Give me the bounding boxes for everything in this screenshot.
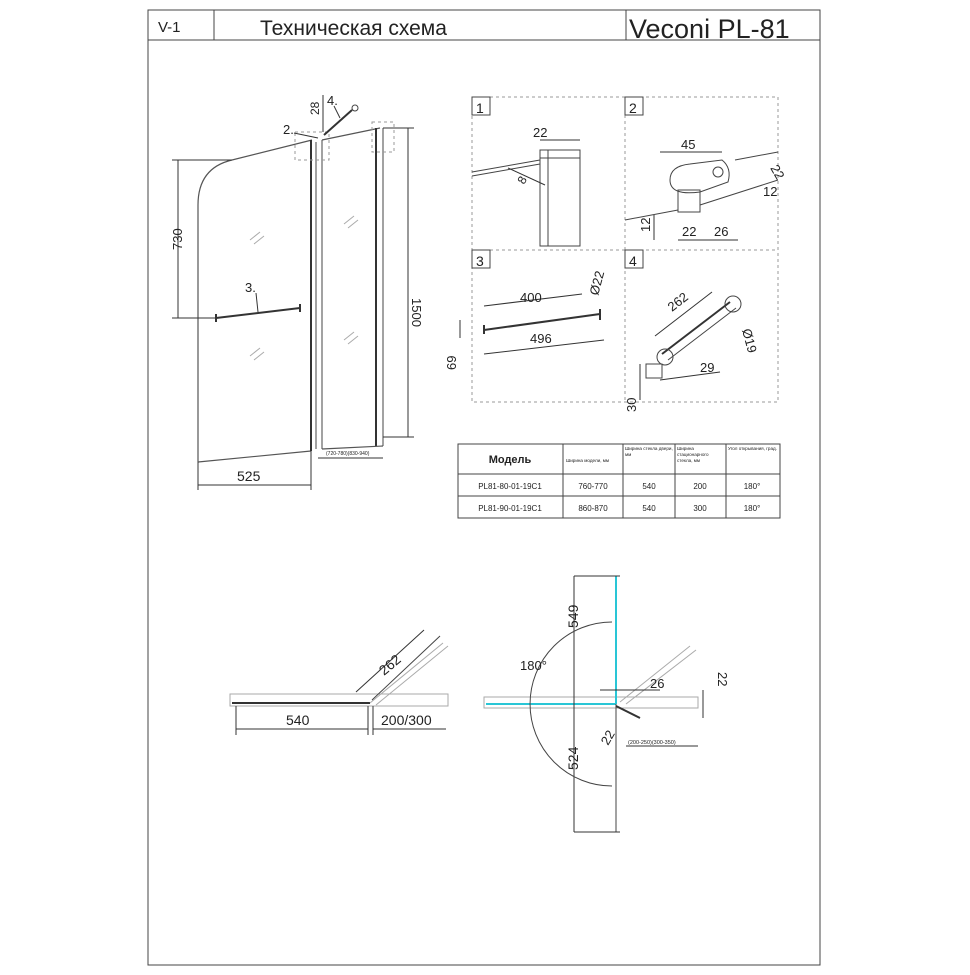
detail-3-dim-496: 496 bbox=[530, 331, 552, 346]
detail-2-dim-26: 26 bbox=[714, 224, 728, 239]
dim-1500: 1500 bbox=[409, 298, 424, 327]
detail-3-number: 3 bbox=[476, 253, 484, 269]
dim-730: 730 bbox=[170, 228, 185, 250]
table-row1-angle: 180° bbox=[744, 482, 761, 491]
table-row2-width: 860-870 bbox=[578, 504, 608, 513]
plan-left-dim-540: 540 bbox=[286, 712, 310, 728]
detail-3-dim-400: 400 bbox=[520, 290, 542, 305]
plan-right-dim-524: 524 bbox=[565, 746, 581, 770]
plan-view-right: 549 524 180° 26 22 22 (200-250)(300-350) bbox=[483, 575, 730, 833]
detail-4-dim-29: 29 bbox=[700, 360, 714, 375]
table-header-model: Модель bbox=[489, 454, 532, 466]
detail-2: 2 45 22 12 12 22 26 bbox=[624, 96, 788, 241]
table-header-width: Ширина модели, мм bbox=[566, 458, 609, 463]
detail-2-dim-22b: 22 bbox=[682, 224, 696, 239]
callout-3: 3. bbox=[245, 280, 256, 295]
table-row1-model: PL81-80-01-19C1 bbox=[478, 482, 542, 491]
detail-4-dim-30: 30 bbox=[624, 398, 639, 412]
dim-525: 525 bbox=[237, 468, 261, 484]
detail-2-dim-22a: 22 bbox=[767, 162, 787, 182]
plan-right-dim-26: 26 bbox=[650, 676, 664, 691]
table-header-fixed: Ширина стационарного стекла, мм bbox=[677, 446, 709, 463]
detail-2-number: 2 bbox=[629, 100, 637, 116]
plan-right-dim-range: (200-250)(300-350) bbox=[628, 740, 676, 746]
model-name: Veconi PL-81 bbox=[629, 14, 790, 44]
plan-left-dim-200-300: 200/300 bbox=[381, 712, 432, 728]
revision-label: V-1 bbox=[158, 19, 181, 36]
table-row2-model: PL81-90-01-19C1 bbox=[478, 504, 542, 513]
table-row1-fixed: 200 bbox=[693, 482, 707, 491]
callout-2: 2. bbox=[283, 122, 294, 137]
detail-1: 1 22 8 bbox=[471, 96, 581, 247]
table-header-angle: Угол открывания, град. bbox=[728, 446, 777, 451]
dim-28: 28 bbox=[308, 101, 322, 115]
door-panel-outline bbox=[197, 139, 313, 462]
table-row1-door: 540 bbox=[642, 482, 656, 491]
towel-bar bbox=[215, 307, 301, 319]
detail-3: 3 400 Ø22 496 69 bbox=[444, 249, 607, 370]
sheet-border bbox=[147, 9, 821, 966]
plan-view-left: 262 540 200/300 bbox=[229, 629, 449, 735]
detail-1-number: 1 bbox=[476, 100, 484, 116]
detail-1-dim-22: 22 bbox=[533, 125, 547, 140]
dim-small-range: (720-780)(830-940) bbox=[326, 451, 370, 457]
detail-4-number: 4 bbox=[629, 253, 637, 269]
detail-3-dim-d22: Ø22 bbox=[586, 269, 607, 297]
callout-4: 4. bbox=[327, 93, 338, 108]
detail-2-dim-12a: 12 bbox=[763, 184, 777, 199]
table-row2-angle: 180° bbox=[744, 504, 761, 513]
plan-right-dim-22b: 22 bbox=[598, 727, 618, 747]
plan-right-dim-22a: 22 bbox=[715, 672, 730, 686]
title-block: V-1 Техническая схема Veconi PL-81 bbox=[147, 9, 821, 966]
table-row1-width: 760-770 bbox=[578, 482, 608, 491]
detail-4-dim-d19: Ø19 bbox=[739, 327, 760, 355]
table-header-door: Ширина стекла двери, мм bbox=[625, 446, 673, 457]
table-row2-fixed: 300 bbox=[693, 504, 707, 513]
detail-3-dim-69: 69 bbox=[444, 356, 459, 370]
detail-4: 4 262 Ø19 29 30 bbox=[624, 249, 760, 412]
plan-right-dim-549: 549 bbox=[565, 604, 581, 628]
front-elevation: 730 1500 525 (720-780)(830-940) 28 2. 4.… bbox=[170, 93, 424, 490]
detail-2-dim-12b: 12 bbox=[638, 218, 653, 232]
details-grid: 1 22 8 2 45 22 12 12 bbox=[444, 96, 788, 412]
detail-4-dim-262: 262 bbox=[665, 289, 691, 314]
spec-table: Модель Ширина модели, мм Ширина стекла д… bbox=[457, 443, 781, 519]
sheet-title: Техническая схема bbox=[260, 17, 447, 40]
detail-2-dim-45: 45 bbox=[681, 137, 695, 152]
table-row2-door: 540 bbox=[642, 504, 656, 513]
detail-1-dim-8: 8 bbox=[514, 173, 530, 186]
plan-right-angle: 180° bbox=[520, 658, 547, 673]
